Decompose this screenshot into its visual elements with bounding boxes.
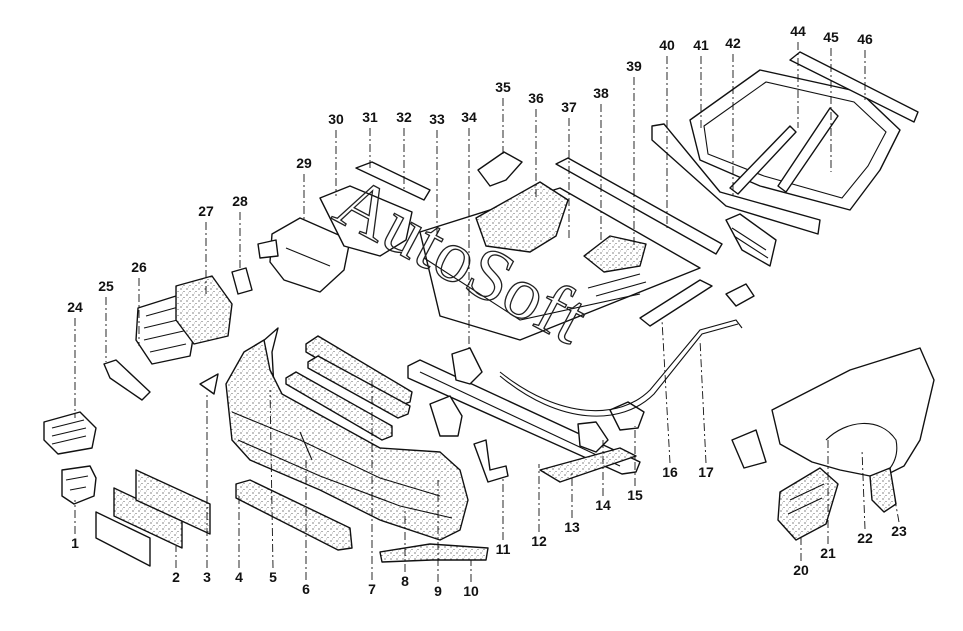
callout-2: 2 <box>172 569 180 585</box>
callout-3: 3 <box>203 569 211 585</box>
latch-assembly-part <box>429 347 645 437</box>
cowl-vent-part <box>725 213 777 267</box>
callout-9: 9 <box>434 583 442 599</box>
leader-line-23 <box>894 499 900 523</box>
callout-13: 13 <box>564 519 580 535</box>
mud-flap-part <box>869 467 897 513</box>
callout-36: 36 <box>528 90 544 106</box>
callout-41: 41 <box>693 37 709 53</box>
wheel-arch-liner-part <box>777 467 839 541</box>
callout-45: 45 <box>823 29 839 45</box>
bumper-lower-strip-part <box>379 543 489 563</box>
leader-line-17 <box>699 339 707 464</box>
callout-31: 31 <box>362 109 378 125</box>
hinge-bracket-part <box>477 151 523 187</box>
callout-1: 1 <box>71 535 79 551</box>
callout-10: 10 <box>463 583 479 599</box>
callout-12: 12 <box>531 533 547 549</box>
triangle-emblem-part <box>199 373 219 395</box>
front-fender-part <box>771 347 935 479</box>
side-marker-lamp-part <box>103 359 151 401</box>
callout-21: 21 <box>820 545 836 561</box>
wiper-arm-part <box>729 107 839 195</box>
turn-indicator-part <box>43 411 97 455</box>
callout-5: 5 <box>269 569 277 585</box>
cowl-top-plate-part <box>355 161 431 201</box>
callout-24: 24 <box>67 299 83 315</box>
callout-6: 6 <box>302 581 310 597</box>
hood-seal-part <box>555 157 723 255</box>
fog-lamp-part <box>61 465 97 505</box>
callout-37: 37 <box>561 99 577 115</box>
leader-line-22 <box>861 449 866 530</box>
leader-line-5 <box>269 389 274 569</box>
bumper-reinforcement-part <box>285 335 413 441</box>
callout-34: 34 <box>461 109 477 125</box>
callout-25: 25 <box>98 278 114 294</box>
callout-8: 8 <box>401 573 409 589</box>
callout-42: 42 <box>725 35 741 51</box>
cowl-side-panel-part <box>319 185 413 257</box>
callout-20: 20 <box>793 562 809 578</box>
fender-bracket-part <box>731 429 767 469</box>
callout-26: 26 <box>131 259 147 275</box>
callout-16: 16 <box>662 464 678 480</box>
callout-11: 11 <box>496 541 511 557</box>
callout-22: 22 <box>857 530 873 546</box>
callout-4: 4 <box>235 569 243 585</box>
air-box-part <box>257 217 351 293</box>
hood-insulation-part <box>475 181 569 253</box>
callout-28: 28 <box>232 193 248 209</box>
callout-30: 30 <box>328 111 344 127</box>
lower-spoiler-part <box>235 479 353 551</box>
bumper-bracket-part <box>473 439 509 483</box>
license-plate-part <box>95 469 211 567</box>
callout-40: 40 <box>659 37 675 53</box>
relay-part <box>231 267 253 295</box>
front-bumper-part <box>225 339 469 541</box>
callout-39: 39 <box>626 58 642 74</box>
headlamp-housing-part <box>175 275 233 345</box>
callout-17: 17 <box>698 464 714 480</box>
callout-14: 14 <box>595 497 611 513</box>
callout-27: 27 <box>198 203 214 219</box>
callout-33: 33 <box>429 111 445 127</box>
bumper-arm-part <box>539 421 637 483</box>
callout-32: 32 <box>396 109 412 125</box>
leader-line-16 <box>661 319 671 464</box>
callout-46: 46 <box>857 31 873 47</box>
callout-38: 38 <box>593 85 609 101</box>
hood-strut-part <box>639 279 755 327</box>
callout-44: 44 <box>790 23 806 39</box>
callout-23: 23 <box>891 523 907 539</box>
hood-release-cable-part <box>499 319 743 417</box>
air-intake-part <box>583 235 647 297</box>
cowl-panel-part <box>651 123 821 235</box>
callout-15: 15 <box>627 487 643 503</box>
windshield-trim-part <box>789 51 919 123</box>
callout-7: 7 <box>368 581 376 597</box>
callout-29: 29 <box>296 155 312 171</box>
callout-35: 35 <box>495 79 511 95</box>
